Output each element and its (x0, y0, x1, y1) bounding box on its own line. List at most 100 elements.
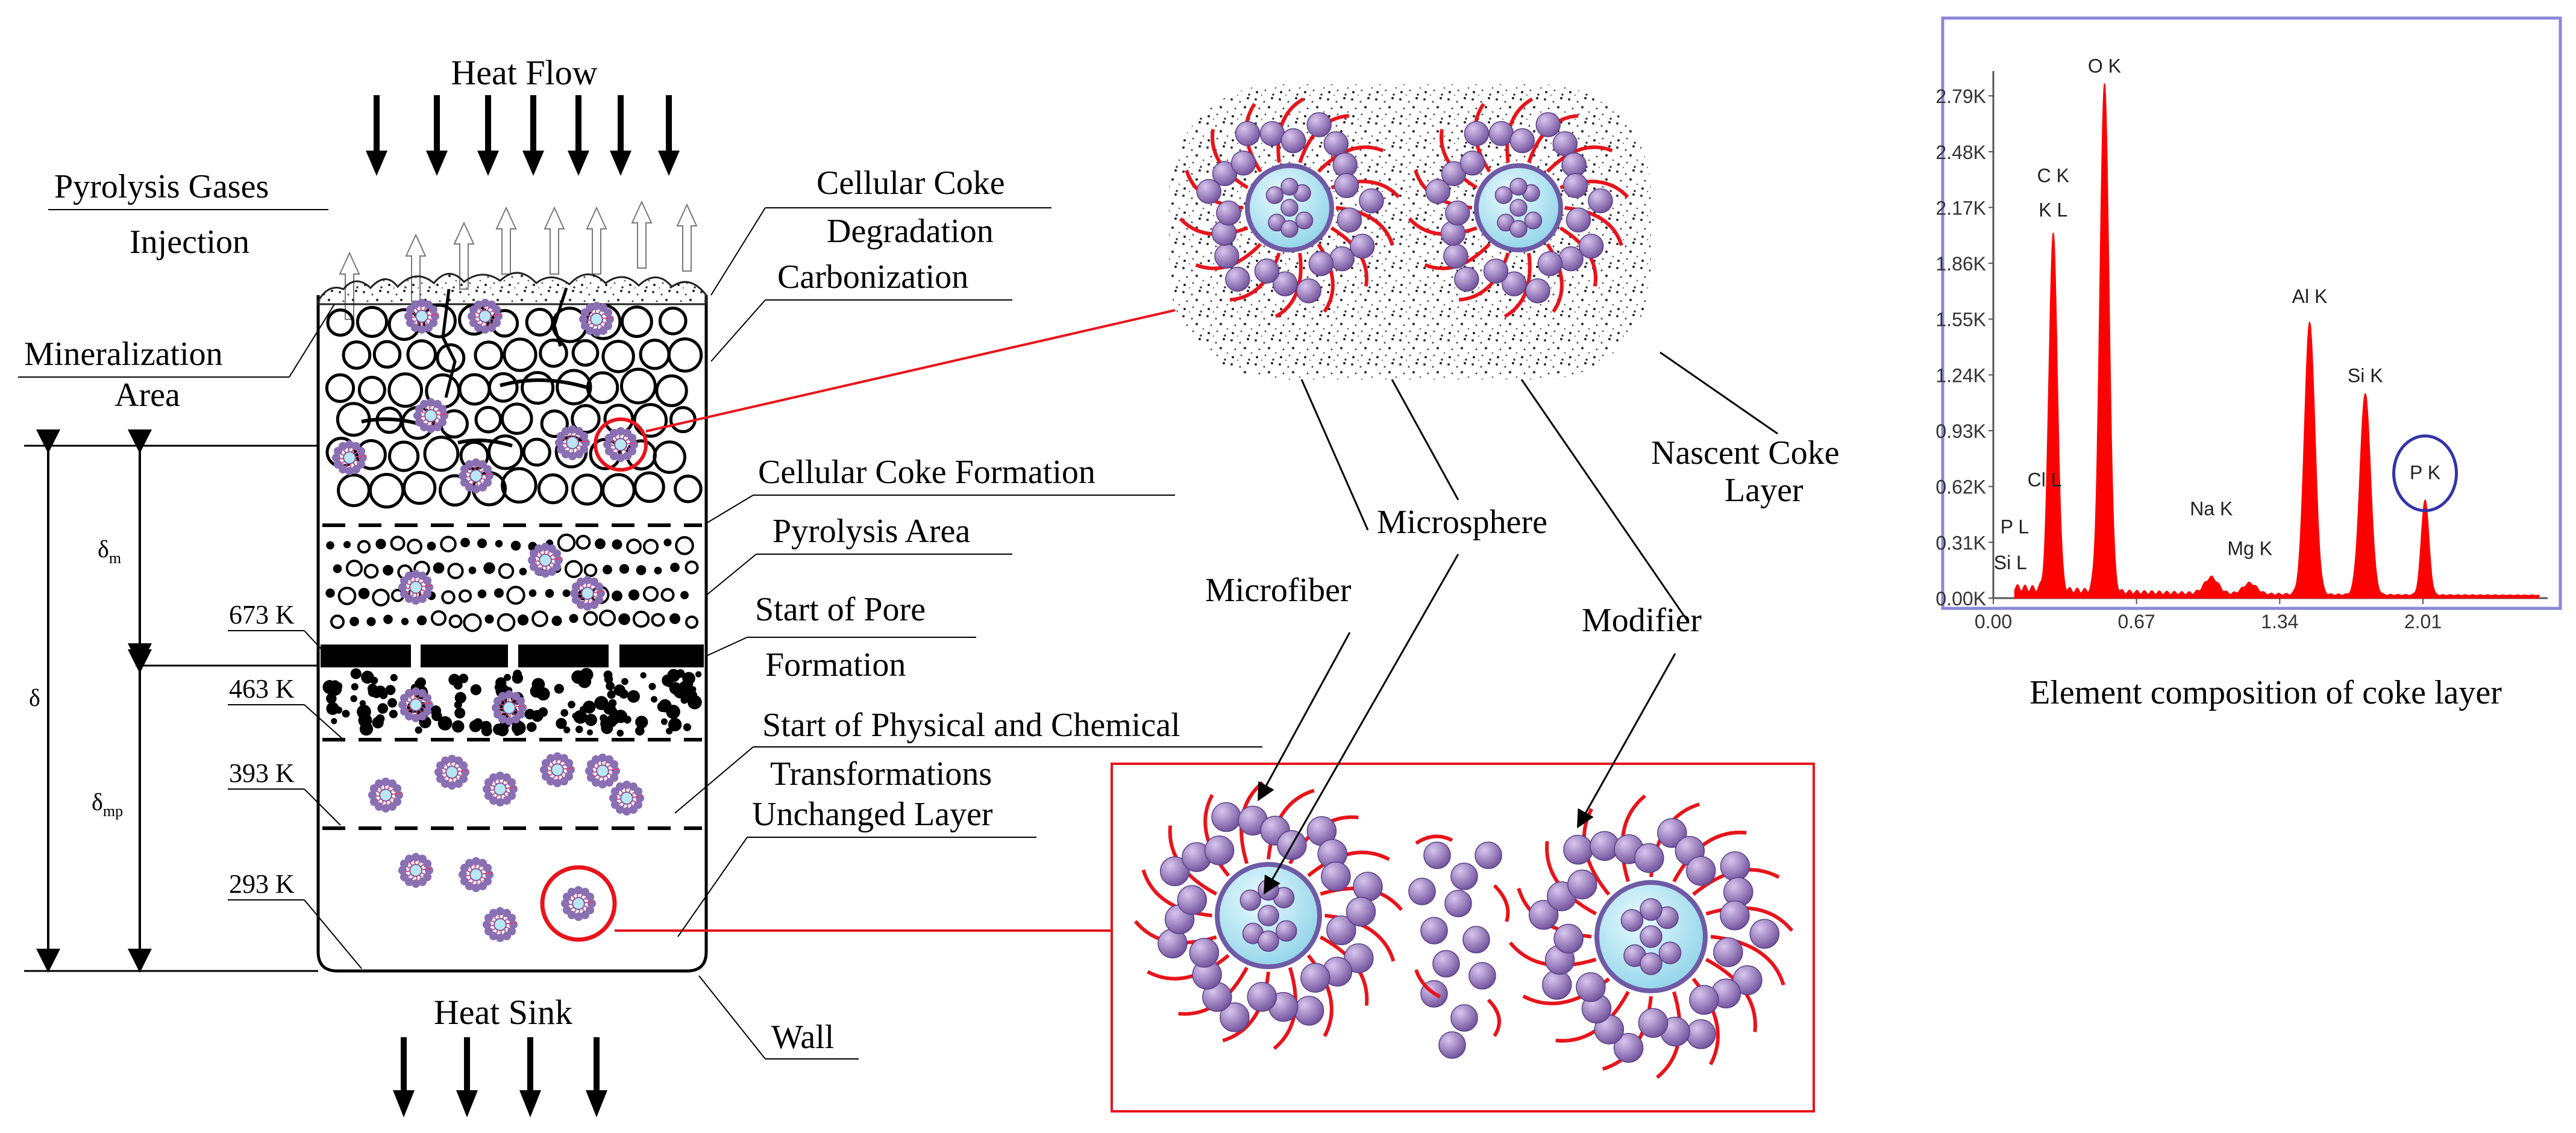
cellular-coke-label: Cellular Coke (816, 164, 1005, 202)
pore (675, 535, 694, 555)
char-dot (375, 714, 385, 723)
pore (407, 538, 422, 555)
pore-dot (483, 562, 495, 574)
temp-463-label: 463 K (229, 674, 295, 704)
spectrum-series (2014, 83, 2540, 599)
pore (440, 535, 457, 553)
pore-dot (468, 566, 477, 575)
char-dot (415, 726, 422, 734)
char-dot (473, 718, 483, 728)
modifier-particle (1565, 207, 1591, 233)
char-dot (668, 717, 682, 732)
microfiber (1179, 217, 1249, 236)
temp-393-label: 393 K (229, 758, 295, 788)
y-tick-label: 0.62K (1935, 476, 1986, 498)
coke-cell (436, 343, 466, 373)
temp-293-label: 293 K (229, 869, 295, 899)
coke-seam (457, 439, 513, 448)
callout-lines (1258, 351, 1778, 895)
pore-dot (517, 614, 529, 626)
modifier-particle (1720, 900, 1750, 931)
modifier-particle (1321, 861, 1351, 891)
char-dot (621, 678, 628, 685)
char-dot (454, 691, 466, 704)
modifier-particle (1225, 266, 1250, 292)
coke-cell (356, 305, 388, 338)
pore (497, 613, 516, 632)
delta-m-label: δm (98, 535, 121, 567)
modifier-particle (413, 398, 449, 434)
modifier-particle (1359, 188, 1384, 214)
char-dot (377, 703, 388, 714)
char-dot (554, 684, 564, 694)
spectrum-peak (2103, 87, 2106, 90)
coke-cell (406, 339, 437, 370)
coke-cell (537, 473, 569, 505)
pore (660, 588, 675, 602)
modifier-particle (1488, 121, 1514, 146)
peak-label: Na K (2190, 498, 2233, 520)
char-dot (459, 673, 469, 684)
pore-dot (680, 591, 689, 599)
mineralization-label: Mineralization (24, 336, 223, 373)
peak-label: Si L (1994, 552, 2027, 573)
pore (531, 610, 548, 628)
char-dot (361, 670, 374, 684)
char-dot (600, 714, 608, 722)
heat-sink-arrow (519, 1037, 541, 1117)
modifier-particle (1420, 917, 1448, 944)
microsphere-unit (1408, 97, 1629, 319)
char-dot (350, 668, 362, 679)
modifier-particle (1509, 128, 1535, 154)
modifier-particle (331, 440, 368, 476)
y-tick-label: 1.24K (1935, 364, 1986, 386)
y-tick-label: 1.55K (1935, 309, 1986, 331)
pore-dot (636, 565, 647, 575)
nascent-coke-label-2: Layer (1725, 472, 1804, 509)
modifier-particle (467, 298, 503, 334)
modifier-particle (578, 301, 615, 337)
modifier-particle (434, 754, 470, 790)
char-dot (538, 707, 548, 717)
modifier-particle (1657, 818, 1687, 848)
heat-flow-label: Heat Flow (451, 53, 597, 92)
pore-dot (528, 589, 537, 598)
modifier-particle (1333, 173, 1359, 198)
spectrum-peak (2364, 395, 2367, 398)
pore-dot (612, 590, 622, 602)
modifier-particle (1720, 851, 1750, 881)
coke-cell (655, 374, 688, 407)
modifier-particle (1349, 233, 1375, 259)
char-dot (470, 684, 481, 696)
modifier-particle (1408, 878, 1436, 905)
band-segment (619, 645, 704, 667)
modifier-particle (1450, 1004, 1478, 1032)
pore (390, 535, 406, 551)
start-pore-label-2: Formation (765, 646, 906, 684)
modifier-particle (1189, 938, 1220, 968)
peak-label: P L (2001, 516, 2029, 537)
modifier-particle (1329, 246, 1355, 272)
coke-cell (490, 308, 519, 338)
coke-cell (669, 406, 697, 434)
modifier-particle (458, 458, 494, 494)
spectrum-peak (2424, 501, 2427, 504)
modifier-particle (398, 569, 434, 605)
coke-cell (487, 434, 524, 470)
microfiber (1672, 831, 1747, 882)
heat-flow-arrow (658, 95, 680, 176)
pore (447, 563, 464, 579)
injection-label: Injection (130, 223, 249, 261)
modifier-particle (1230, 151, 1256, 176)
modifier-particle (1525, 278, 1550, 304)
pyrolysis-area-label: Pyrolysis Area (772, 513, 970, 550)
heat-sink-label: Heat Sink (434, 993, 572, 1032)
microfiber (1705, 906, 1794, 932)
spectrum-peak (2052, 240, 2055, 243)
pore-dot (383, 564, 393, 576)
char-dot (481, 725, 492, 737)
coke-cell (423, 435, 460, 472)
coke-cell (487, 372, 519, 403)
coke-cell (387, 440, 420, 472)
char-dot (374, 685, 386, 698)
